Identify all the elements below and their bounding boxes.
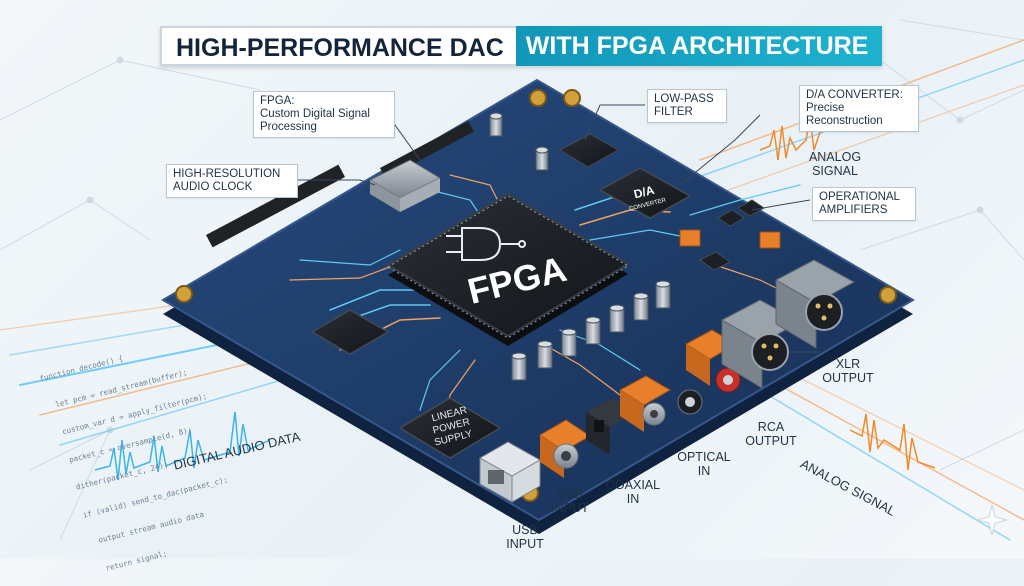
label-optical-line1: OPTICAL (677, 450, 731, 464)
header-pins-left (205, 164, 346, 248)
analog-waveform-lower (849, 413, 936, 471)
xlr-outputs (720, 259, 856, 389)
code-line: output stream audio data (79, 509, 205, 550)
title-part1: HIGH-PERFORMANCE DAC (160, 26, 516, 66)
label-coaxial-in: COAXIAL IN (603, 478, 663, 506)
logic-gate-icon (446, 227, 526, 261)
callout-lowpass-line2: FILTER (654, 106, 693, 118)
label-optical-in: OPTICAL IN (674, 450, 734, 478)
callout-audio-clock: HIGH-RESOLUTION AUDIO CLOCK (166, 164, 298, 198)
label-usb-right-line2: INPUT (551, 501, 589, 515)
label-xlr-line2: OUTPUT (822, 371, 874, 385)
callout-dac-desc1: Precise (806, 102, 845, 114)
title-banner: HIGH-PERFORMANCE DAC WITH FPGA ARCHITECT… (160, 26, 883, 66)
callout-dac-title: D/A CONVERTER: (806, 89, 903, 101)
callout-dac: D/A CONVERTER: Precise Reconstruction (799, 85, 919, 132)
dac-chip: D/A CONVERTER (598, 167, 692, 219)
label-xlr-output: XLR OUTPUT (818, 357, 878, 385)
code-line: packet_c = oversample(d, 8); (59, 424, 193, 467)
analog-waveform-upper (759, 117, 831, 161)
dac-chip-label-line1: D/A (632, 183, 656, 202)
orange-components (679, 229, 781, 249)
label-optical-line2: IN (697, 464, 711, 478)
title-part2: WITH FPGA ARCHITECTURE (515, 26, 883, 66)
code-line: if (valid) send_to_dac(packet_c); (73, 474, 229, 522)
label-rca-line1: RCA (757, 420, 785, 434)
processor-chip-left (310, 309, 390, 355)
callout-opamp-line2: AMPLIFIERS (819, 204, 888, 216)
label-usb-input-left: USB INPUT (495, 523, 555, 551)
coaxial-jack (539, 419, 591, 478)
callout-clock-line1: HIGH-RESOLUTION (173, 168, 281, 180)
callout-opamp-line1: OPERATIONAL (819, 191, 900, 203)
code-line: dither(packet_c, 24); (66, 459, 170, 494)
sparkle-icon (976, 504, 1008, 536)
label-analog-line2: SIGNAL (812, 164, 858, 178)
linear-power-supply: LINEAR POWER SUPPLY (398, 397, 502, 459)
op-amp-chips (699, 199, 765, 271)
callout-lowpass-filter: LOW-PASS FILTER (647, 89, 727, 123)
callout-fpga: FPGA: Custom Digital Signal Processing (253, 91, 395, 138)
label-coaxial-line2: IN (626, 492, 640, 506)
lowpass-filter-chip (558, 133, 620, 168)
capacitors (489, 112, 671, 381)
label-usb-left-line2: INPUT (506, 537, 544, 551)
digital-waveform (94, 411, 271, 481)
callout-fpga-desc2: Processing (260, 121, 317, 133)
callout-clock-line2: AUDIO CLOCK (173, 181, 253, 193)
fpga-chip: FPGA (386, 192, 630, 346)
background-network (0, 19, 1024, 541)
callout-dac-desc2: Reconstruction (806, 115, 883, 127)
orange-jack-mid (619, 375, 671, 432)
label-usb-right-line1: USB (557, 487, 583, 501)
audio-clock (368, 159, 442, 212)
callout-fpga-title: FPGA: (260, 95, 295, 107)
label-xlr-line1: XLR (835, 357, 861, 371)
label-rca-output: RCA OUTPUT (741, 420, 801, 448)
label-usb-left-line1: USB (512, 523, 538, 537)
label-coaxial-line1: COAXIAL (605, 478, 661, 492)
callout-lowpass-line1: LOW-PASS (654, 93, 714, 105)
dac-diagram: FPGA D/A CONVERTER (0, 19, 1024, 541)
label-usb-input-right: USB INPUT (540, 487, 600, 515)
code-line: custom_var d = apply_filter(pcm); (52, 391, 208, 439)
label-analog-signal-upper: ANALOG SIGNAL (800, 150, 870, 178)
label-rca-line2: OUTPUT (745, 434, 797, 448)
callout-op-amps: OPERATIONAL AMPLIFIERS (812, 187, 916, 221)
code-line: let pcm = read_stream(buffer); (45, 367, 188, 411)
callout-fpga-desc1: Custom Digital Signal (260, 108, 370, 120)
analog-out-streams-lower (759, 367, 1024, 541)
label-analog-line1: ANALOG (808, 150, 862, 164)
